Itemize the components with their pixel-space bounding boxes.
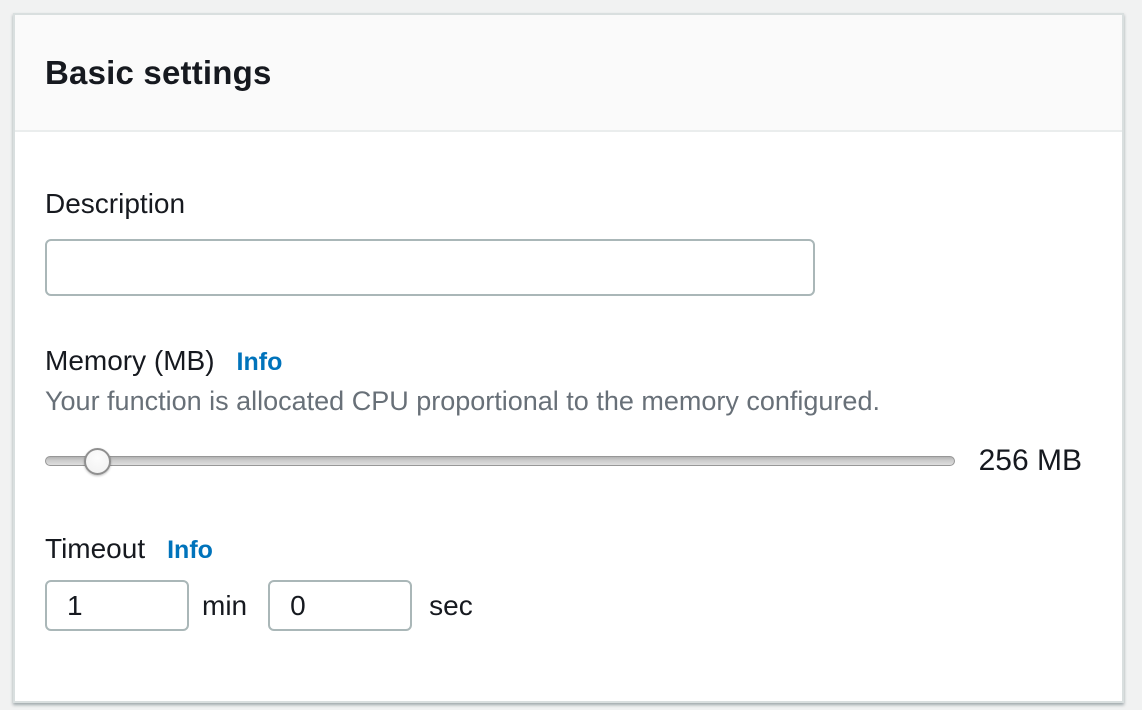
memory-info-link[interactable]: Info [236, 348, 283, 376]
timeout-minutes-input[interactable] [45, 580, 189, 631]
timeout-info-link[interactable]: Info [167, 536, 213, 564]
description-label: Description [45, 188, 186, 219]
memory-value: 256 MB [978, 444, 1082, 477]
description-section: Description [45, 188, 1082, 296]
memory-label-row: Memory (MB) Info [45, 345, 1082, 377]
timeout-minutes-unit: min [202, 589, 248, 621]
memory-slider[interactable] [45, 441, 955, 481]
memory-section: Memory (MB) Info Your function is alloca… [45, 345, 1082, 481]
memory-slider-thumb[interactable] [83, 448, 111, 475]
timeout-inputs-row: min sec [45, 580, 1082, 631]
card-header: Basic settings [15, 15, 1122, 132]
page-title: Basic settings [45, 53, 272, 91]
timeout-section: Timeout Info min sec [45, 533, 1082, 631]
timeout-label-row: Timeout Info [45, 533, 1082, 565]
memory-slider-track[interactable] [45, 456, 955, 466]
timeout-seconds-input[interactable] [268, 580, 413, 631]
memory-label: Memory (MB) [45, 345, 215, 376]
card-body: Description Memory (MB) Info Your functi… [15, 132, 1122, 631]
memory-slider-row: 256 MB [45, 441, 1082, 481]
timeout-seconds-unit: sec [429, 589, 473, 621]
memory-help-text: Your function is allocated CPU proportio… [45, 386, 880, 416]
timeout-label: Timeout [45, 533, 146, 564]
description-input[interactable] [45, 239, 815, 296]
basic-settings-card: Basic settings Description Memory (MB) I… [13, 13, 1124, 703]
